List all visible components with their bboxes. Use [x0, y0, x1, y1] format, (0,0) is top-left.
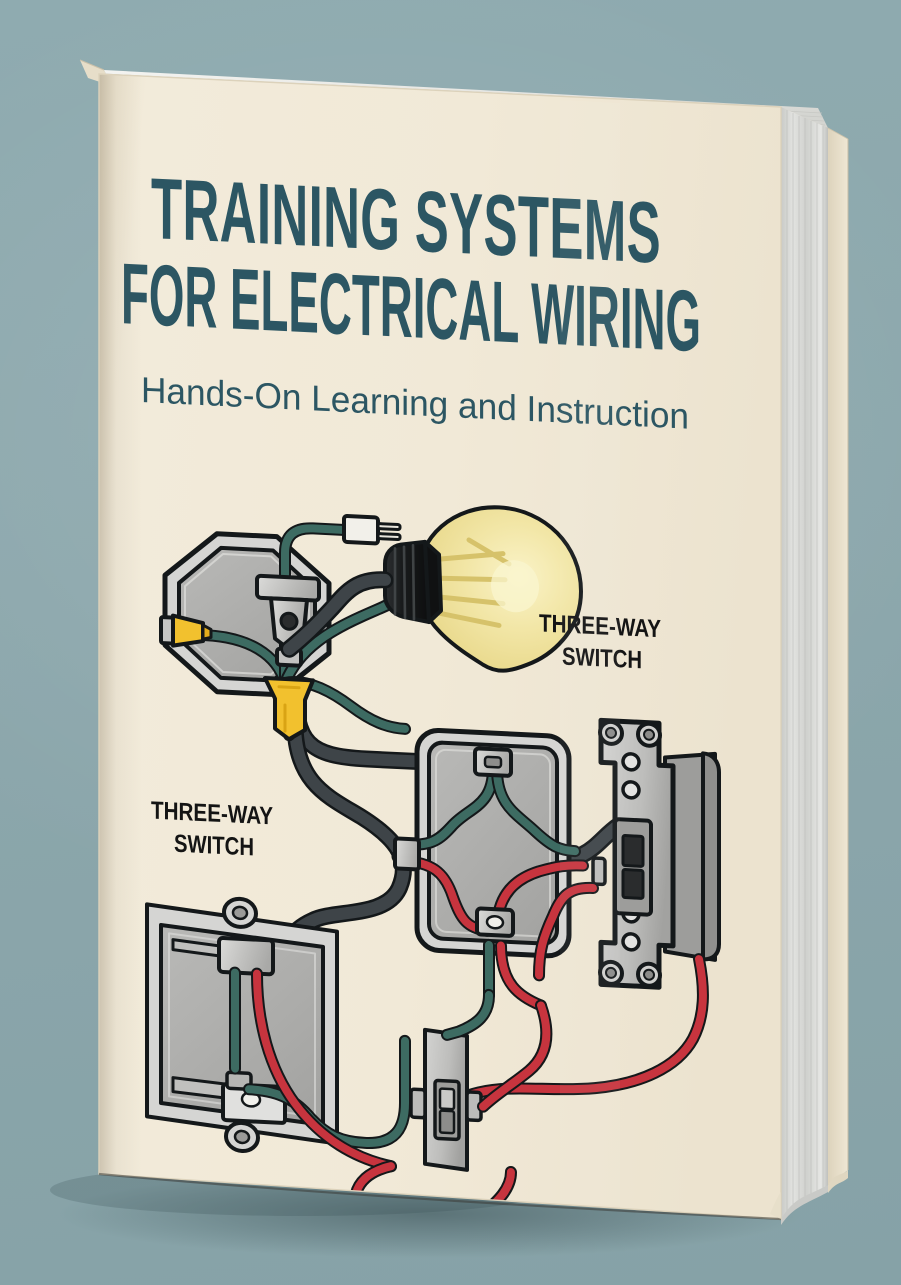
ground-connector-top — [342, 514, 402, 546]
wire-nut-center — [263, 676, 315, 742]
label-left: THREE-WAY SWITCH — [151, 797, 273, 862]
switch-box-center — [393, 727, 589, 1012]
toggle-switch-bottom[interactable] — [409, 1027, 483, 1172]
bulb-socket — [383, 539, 443, 625]
label-left-line-1: THREE-WAY — [151, 797, 273, 831]
box-clamp-top — [473, 746, 513, 778]
cover-artwork: TRAINING SYSTEMS FOR ELECTRICAL WIRING H… — [121, 161, 721, 1219]
wires-lower-left-box — [229, 966, 411, 1173]
light-bulb — [383, 505, 583, 673]
wire-nut-left — [159, 613, 213, 648]
box-clamp-bottom — [475, 906, 515, 938]
wiring-diagram: THREE-WAY SWITCH THREE-WAY — [145, 505, 721, 1219]
box-clamp-left — [393, 836, 421, 872]
toggle-switch-right[interactable] — [591, 717, 721, 990]
label-right-line-1: THREE-WAY — [539, 609, 661, 643]
book-fore-edge-pages — [780, 107, 849, 1225]
bulb-lead-cable — [280, 571, 394, 658]
yoke-screw-holes — [598, 719, 662, 988]
label-left-line-2: SWITCH — [174, 830, 254, 862]
label-right-line-2: SWITCH — [562, 642, 642, 674]
label-right: THREE-WAY SWITCH — [539, 609, 661, 674]
book-front-cover: TRAINING SYSTEMS FOR ELECTRICAL WIRING H… — [98, 73, 782, 1221]
